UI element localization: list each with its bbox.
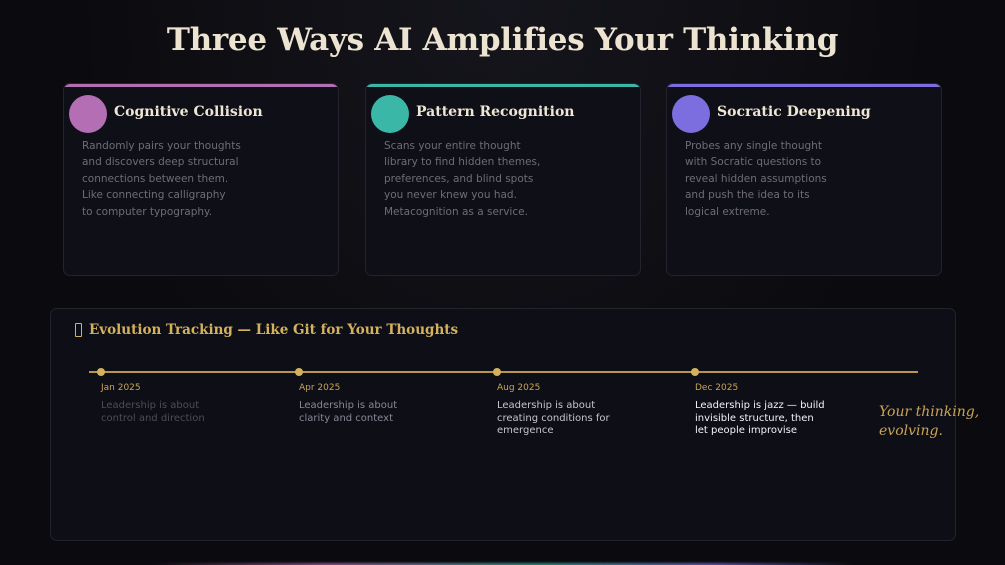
- card-description-line: Scans your entire thought: [384, 140, 521, 152]
- bracket-icon: [75, 323, 82, 337]
- card-description-line: and push the idea to its: [685, 189, 810, 202]
- card-title: Pattern Recognition: [416, 104, 575, 120]
- card-description-line: with Socratic questions to: [685, 156, 822, 169]
- tagline: Your thinking, evolving.: [879, 403, 989, 441]
- milestone-line: Leadership is jazz — build: [695, 400, 825, 411]
- timeline-dot: [691, 368, 699, 376]
- card-socratic-deepening: Socratic Deepening Probes any single tho…: [666, 83, 942, 276]
- card-description-line: preferences, and blind spots: [384, 172, 534, 185]
- milestone-line: invisible structure, then: [695, 412, 814, 424]
- card-accent-bar: [667, 84, 941, 87]
- card-description: Probes any single thought with Socratic …: [685, 138, 845, 220]
- card-description-line: library to find hidden themes,: [384, 156, 541, 169]
- milestone-text: Leadership is about clarity and context: [299, 400, 424, 425]
- milestone-text: Leadership is about creating conditions …: [497, 400, 622, 438]
- card-description-line: Metacognition as a service.: [384, 205, 528, 218]
- milestone-line: emergence: [497, 425, 554, 437]
- card-circle-icon: [672, 95, 710, 133]
- card-description-line: Probes any single thought: [685, 140, 822, 152]
- card-description-line: logical extreme.: [685, 205, 770, 218]
- milestone-text: Leadership is about control and directio…: [101, 400, 226, 425]
- tagline-line: Your thinking,: [879, 404, 980, 420]
- card-title: Socratic Deepening: [717, 104, 871, 120]
- card-circle-icon: [371, 95, 409, 133]
- page-title: Three Ways AI Amplifies Your Thinking: [166, 22, 839, 58]
- milestone-date: Aug 2025: [497, 383, 541, 393]
- card-description-line: Like connecting calligraphy: [82, 189, 226, 202]
- milestone-date: Apr 2025: [299, 383, 341, 393]
- card-description-line: to computer typography.: [82, 205, 213, 218]
- card-title: Cognitive Collision: [114, 104, 263, 120]
- card-accent-bar: [366, 84, 640, 87]
- milestone-line: let people improvise: [695, 425, 798, 437]
- card-accent-bar: [64, 84, 338, 87]
- timeline-line: [89, 371, 918, 373]
- milestone-date: Dec 2025: [695, 383, 739, 393]
- card-description-line: Randomly pairs your thoughts: [82, 140, 241, 152]
- card-description-line: reveal hidden assumptions: [685, 172, 827, 185]
- evolution-title: Evolution Tracking — Like Git for Your T…: [89, 322, 459, 338]
- milestone-line: clarity and context: [299, 412, 393, 424]
- card-description-line: you never knew you had.: [384, 189, 517, 202]
- tagline-line: evolving.: [879, 423, 943, 439]
- milestone-line: creating conditions for: [497, 412, 610, 424]
- card-pattern-recognition: Pattern Recognition Scans your entire th…: [365, 83, 641, 276]
- timeline-dot: [295, 368, 303, 376]
- bottom-glow-divider: [150, 563, 855, 565]
- card-cognitive-collision: Cognitive Collision Randomly pairs your …: [63, 83, 339, 276]
- card-circle-icon: [69, 95, 107, 133]
- milestone-line: control and direction: [101, 412, 205, 424]
- milestone-line: Leadership is about: [299, 400, 398, 411]
- card-description-line: connections between them.: [82, 172, 229, 185]
- milestone-line: Leadership is about: [497, 400, 596, 411]
- card-description: Randomly pairs your thoughts and discove…: [82, 138, 242, 220]
- milestone-date: Jan 2025: [101, 383, 141, 393]
- milestone-text: Leadership is jazz — build invisible str…: [695, 400, 825, 438]
- timeline-dot: [97, 368, 105, 376]
- evolution-header: Evolution Tracking — Like Git for Your T…: [75, 322, 458, 338]
- milestone-line: Leadership is about: [101, 400, 200, 411]
- card-description-line: and discovers deep structural: [82, 156, 239, 169]
- timeline-dot: [493, 368, 501, 376]
- card-description: Scans your entire thought library to fin…: [384, 138, 544, 220]
- evolution-panel: Evolution Tracking — Like Git for Your T…: [50, 308, 979, 541]
